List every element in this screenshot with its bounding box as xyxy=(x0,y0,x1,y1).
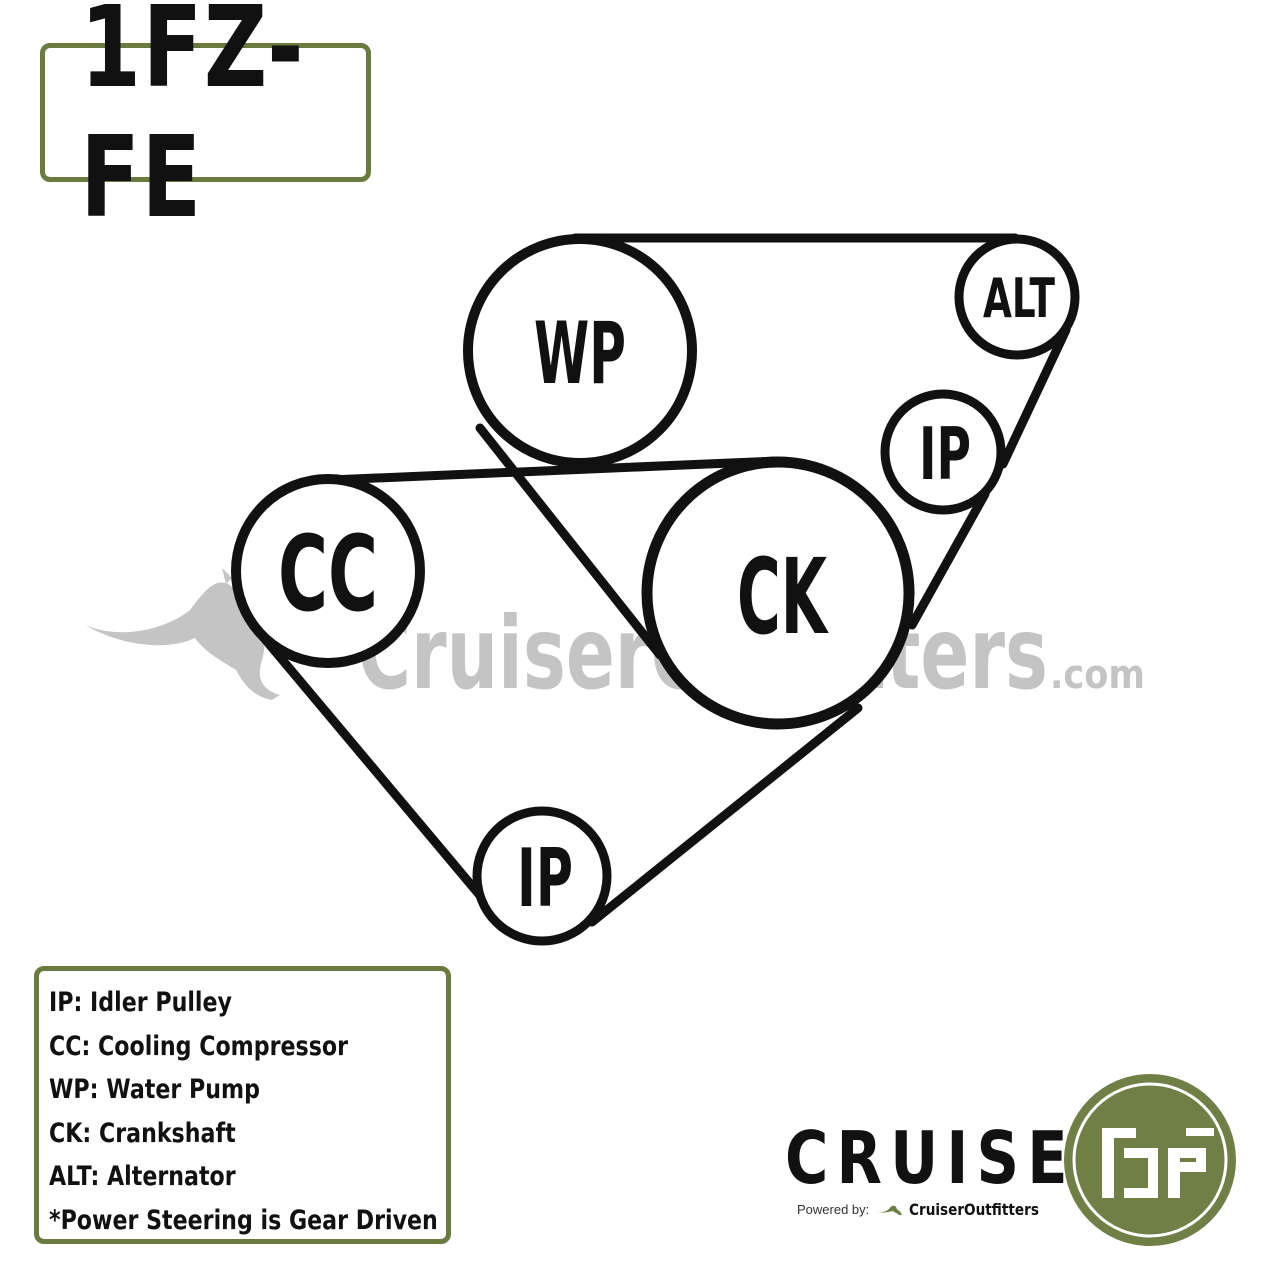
pulley-label: IP xyxy=(517,832,573,925)
legend-item: WP: Water Pump xyxy=(49,1074,260,1105)
pulley-label: CK xyxy=(737,536,829,658)
belt xyxy=(259,233,1071,927)
belt-segment-alt-ip xyxy=(998,325,1071,469)
powered-by-company: CruiserOutfitters xyxy=(909,1200,1040,1219)
belt-segment-cc-ck xyxy=(325,456,783,485)
legend-note: *Power Steering is Gear Driven xyxy=(49,1204,438,1236)
pulley-ip-upper: IP xyxy=(880,389,1006,515)
belt-segment-ip-ck xyxy=(907,489,990,630)
brand-name: CRUISER xyxy=(785,1116,1130,1200)
legend-item: CC: Cooling Compressor xyxy=(49,1030,349,1062)
powered-by-label: Powered by: xyxy=(797,1202,870,1217)
belt-segment-wp-ck xyxy=(475,423,665,660)
pulley-cc: CC xyxy=(231,474,425,668)
pulley-label: ALT xyxy=(983,267,1055,330)
legend-item: IP: Idler Pulley xyxy=(49,987,232,1018)
pulley-label: WP xyxy=(534,304,626,404)
brand-logo: CRUISER Powered by: CruiserOutfitters xyxy=(785,1116,1130,1219)
watermark-suffix: .com xyxy=(1050,652,1145,698)
belt-segment-ip-lower-cc xyxy=(259,633,493,910)
pulley-alt: ALT xyxy=(954,234,1080,360)
pulley-wp: WP xyxy=(463,234,697,468)
pulley-ip-lower: IP xyxy=(472,806,612,946)
powered-by-line: Powered by: CruiserOutfitters xyxy=(797,1200,1065,1219)
legend-item: CK: Crankshaft xyxy=(49,1117,236,1149)
kangaroo-icon xyxy=(875,1205,903,1215)
kangaroo-watermark-icon xyxy=(85,568,280,700)
pulley-ck: CK xyxy=(641,456,915,730)
belt-segment-ck-ip-lower xyxy=(587,703,863,927)
legend: IP: Idler Pulley CC: Cooling Compressor … xyxy=(34,966,451,1244)
legend-item: ALT: Alternator xyxy=(49,1161,236,1192)
pulley-label: IP xyxy=(919,412,971,496)
pulley-label: CC xyxy=(278,513,378,635)
fj-badge-icon xyxy=(1064,1074,1236,1246)
